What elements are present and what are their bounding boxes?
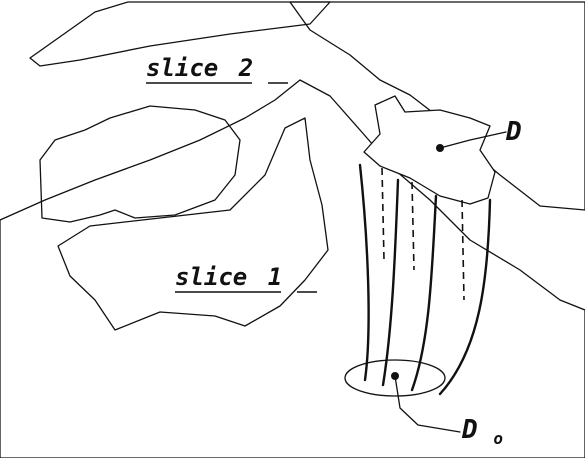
region-d0-label: D o [461,415,503,448]
tube-line-1 [360,165,369,380]
tube-line-2 [383,180,398,385]
tube-dash-2 [412,182,414,270]
slice-1-hole [58,118,328,330]
tube-line-4 [440,200,490,394]
region-d-label: D [505,117,522,147]
slice-2-label: slice 2 [146,54,253,82]
tube-dash-3 [462,200,464,300]
tube-dash-1 [382,168,384,260]
region-d-top [364,96,495,204]
